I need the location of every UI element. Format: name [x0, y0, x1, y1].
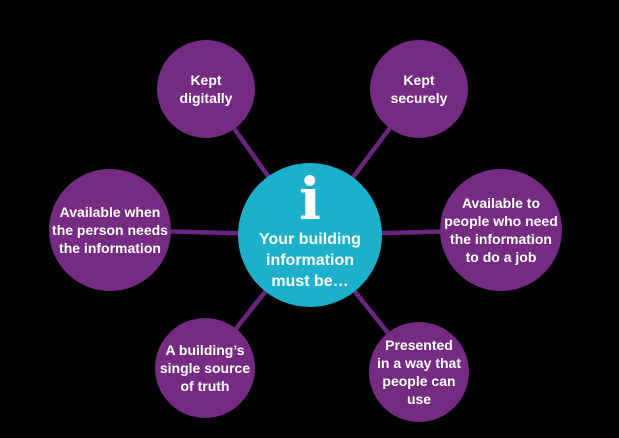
- node-available-when-needed: Available when the person needs the info…: [49, 169, 171, 291]
- node-label-single-source-of-truth: A building’s single source of truth: [159, 341, 251, 395]
- node-label-presented-usable: Presented in a way that people can use: [376, 336, 462, 408]
- node-label-available-when-needed: Available when the person needs the info…: [52, 203, 168, 257]
- node-available-to-people: Available to people who need the informa…: [440, 169, 562, 291]
- node-single-source-of-truth: A building’s single source of truth: [155, 318, 255, 418]
- node-label-available-to-people: Available to people who need the informa…: [444, 194, 558, 266]
- node-presented-usable: Presented in a way that people can use: [369, 322, 469, 422]
- center-node-label: Your building information must be…: [259, 231, 361, 291]
- node-kept-digitally: Kept digitally: [157, 40, 255, 138]
- node-label-kept-securely: Kept securely: [390, 71, 448, 106]
- node-label-kept-digitally: Kept digitally: [179, 71, 233, 106]
- info-icon: i: [298, 165, 322, 234]
- node-kept-securely: Kept securely: [370, 40, 468, 138]
- center-node: i Your building information must be…: [238, 163, 382, 307]
